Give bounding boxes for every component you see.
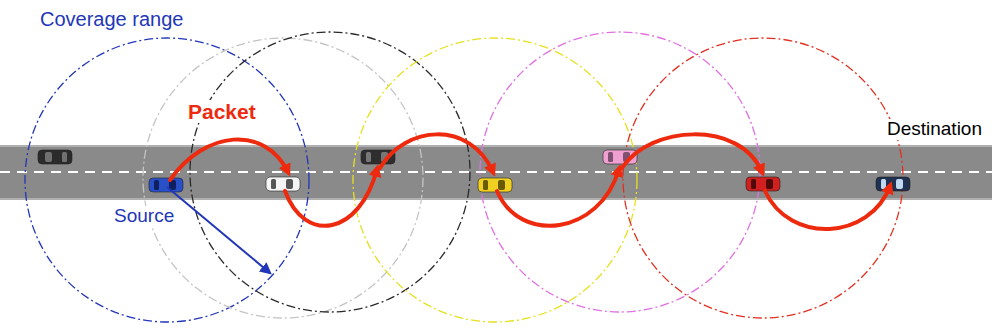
rear-window: [62, 152, 67, 162]
car: [746, 177, 780, 191]
coverage-circle: [480, 32, 760, 312]
coverage-circles: [25, 32, 903, 322]
windshield: [45, 152, 52, 162]
rear-window: [608, 152, 613, 162]
car: [876, 177, 910, 191]
coverage-circle: [143, 38, 423, 318]
coverage-circle: [190, 32, 470, 312]
rear-window: [271, 179, 276, 189]
windshield: [896, 179, 903, 189]
car: [478, 178, 512, 192]
windshield: [286, 179, 293, 189]
rear-window: [154, 180, 159, 190]
road-edge: [0, 198, 992, 200]
coverage-circle: [353, 38, 637, 322]
road-edge: [0, 145, 992, 147]
windshield: [498, 180, 505, 190]
packet-label: Packet: [186, 100, 258, 123]
car-body: [478, 178, 512, 192]
car-body: [149, 178, 183, 192]
packet-hops: [170, 134, 890, 229]
car-body: [876, 177, 910, 191]
coverage-circle: [25, 38, 309, 322]
rear-window: [751, 179, 756, 189]
car-body: [266, 177, 300, 191]
car-body: [746, 177, 780, 191]
packet-hop-arrow: [622, 134, 762, 172]
rear-window: [483, 180, 488, 190]
packet-hop-arrow: [380, 134, 493, 172]
coverage-label: Coverage range: [38, 8, 185, 30]
coverage-circle: [623, 38, 903, 318]
rear-window: [881, 179, 886, 189]
windshield: [766, 179, 773, 189]
range-arrow: [167, 187, 270, 273]
rear-window: [366, 152, 371, 162]
packet-hop-arrow: [285, 169, 377, 226]
packet-hop-arrow: [170, 139, 288, 180]
packet-hop-arrow: [497, 169, 619, 226]
destination-label: Destination: [885, 119, 984, 140]
vehicles: [38, 150, 910, 192]
car: [266, 177, 300, 191]
car: [38, 150, 72, 164]
source-label: Source: [112, 206, 176, 227]
car: [149, 178, 183, 192]
car-body: [38, 150, 72, 164]
lane-divider: [0, 171, 992, 173]
packet-hop-arrow: [765, 186, 890, 229]
